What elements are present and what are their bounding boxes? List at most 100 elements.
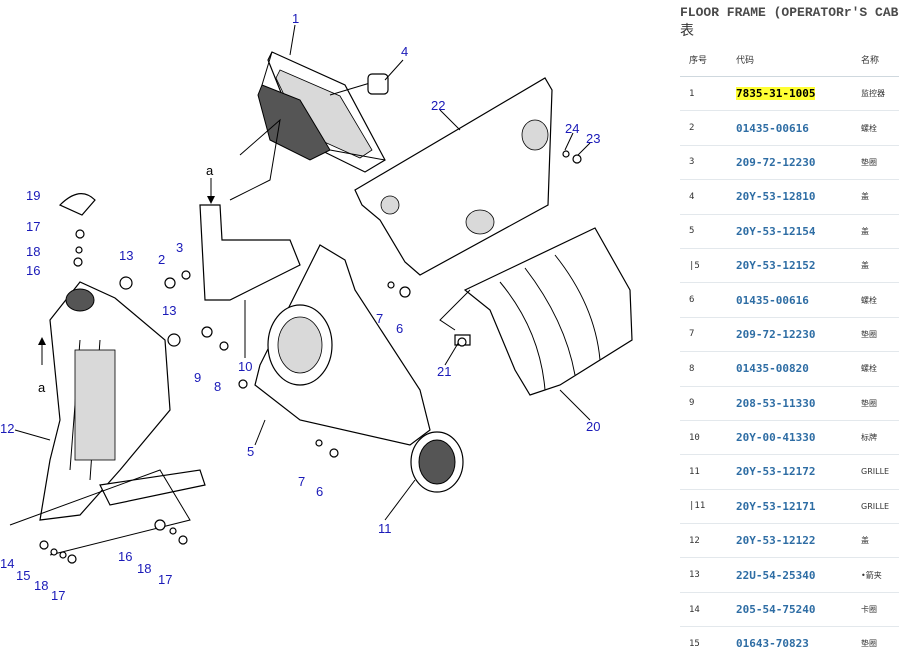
callout-11: 11 bbox=[378, 521, 392, 536]
part-code-text[interactable]: 205-54-75240 bbox=[736, 603, 816, 617]
part-code-link[interactable]: 209-72-12230 bbox=[727, 145, 852, 181]
part-code-text[interactable]: 20Y-53-12171 bbox=[736, 499, 816, 513]
callout-7: 7 bbox=[376, 311, 383, 326]
part-name-cell: 盖 bbox=[852, 179, 899, 215]
part-name-cell: 垫圈 bbox=[852, 317, 899, 353]
callout-16: 16 bbox=[26, 263, 40, 278]
part-name-cell: 盖 bbox=[852, 214, 899, 249]
bracket-part bbox=[199, 204, 301, 301]
callout-18: 18 bbox=[137, 561, 151, 576]
callout-18-bottom: 18 bbox=[34, 578, 48, 593]
part-code-text[interactable]: 20Y-53-12810 bbox=[736, 190, 816, 204]
grille-part bbox=[410, 431, 464, 493]
part-name-cell: GRILLE bbox=[852, 489, 899, 525]
part-name-cell: 垫圈 bbox=[852, 626, 899, 649]
part-code-text[interactable]: 209-72-12230 bbox=[736, 155, 816, 169]
part-code-text[interactable]: 208-53-11330 bbox=[736, 396, 816, 410]
part-code-link[interactable]: 20Y-53-12152 bbox=[727, 248, 852, 284]
part-name-cell: 垫圈 bbox=[852, 145, 899, 181]
part-number-cell: 7 bbox=[680, 317, 727, 353]
part-code-text[interactable]: 22U-54-25340 bbox=[736, 568, 816, 582]
callout-8: 8 bbox=[214, 379, 221, 394]
callout-17-bottom: 17 bbox=[51, 588, 65, 603]
column-header-number: 序号 bbox=[680, 42, 727, 77]
part-code-text[interactable]: 209-72-12230 bbox=[736, 327, 816, 341]
part-code-link[interactable]: 20Y-53-12810 bbox=[727, 179, 852, 215]
callout-10: 10 bbox=[238, 359, 252, 374]
part-number-cell: 9 bbox=[680, 386, 727, 421]
table-row[interactable]: 6 01435-00616 螺栓 bbox=[680, 282, 899, 318]
connector-part bbox=[329, 73, 389, 96]
part-code-link[interactable]: 20Y-53-12171 bbox=[727, 489, 852, 525]
callout-13: 13 bbox=[119, 248, 133, 263]
part-code-link[interactable]: 01435-00616 bbox=[727, 110, 852, 146]
part-number-cell: 12 bbox=[680, 523, 727, 559]
part-code-text[interactable]: 20Y-00-41330 bbox=[736, 431, 816, 445]
part-number-cell: 15 bbox=[680, 626, 727, 649]
callout-9: 9 bbox=[194, 370, 201, 385]
part-code-link[interactable]: 01435-00820 bbox=[727, 351, 852, 387]
part-code-text[interactable]: 01643-70823 bbox=[736, 637, 809, 649]
callout-5: 5 bbox=[247, 444, 254, 459]
part-code-link[interactable]: 20Y-53-12154 bbox=[727, 214, 852, 249]
part-code-link[interactable]: 20Y-53-12172 bbox=[727, 454, 852, 490]
part-code-link[interactable]: 208-53-11330 bbox=[727, 386, 852, 421]
callout-7: 7 bbox=[298, 474, 305, 489]
part-code-text[interactable]: 7835-31-1005 bbox=[736, 87, 816, 101]
part-name-cell: 螺栓 bbox=[852, 282, 899, 318]
part-code-link[interactable]: 01643-70823 bbox=[727, 626, 852, 649]
callout-17: 17 bbox=[26, 219, 40, 234]
callout-19: 19 bbox=[26, 188, 40, 203]
callout-15: 15 bbox=[16, 568, 30, 583]
view-mark-a: a bbox=[206, 163, 214, 178]
part-code-text[interactable]: 20Y-53-12154 bbox=[736, 224, 816, 238]
part-number-cell: 1 bbox=[680, 76, 727, 112]
part-name-cell: •箭夹 bbox=[852, 557, 899, 593]
part-code-text[interactable]: 01435-00616 bbox=[736, 121, 809, 135]
panel-subtitle: 表 bbox=[680, 23, 694, 39]
view-arrows bbox=[38, 178, 215, 365]
part-name-cell: GRILLE bbox=[852, 454, 899, 490]
part-code-text[interactable]: 01435-00616 bbox=[736, 293, 809, 307]
view-mark-a: a bbox=[38, 380, 46, 395]
table-header-row: 序号 代码 名称 bbox=[680, 42, 899, 77]
part-code-link[interactable]: 01435-00616 bbox=[727, 282, 852, 318]
part-code-link[interactable]: 20Y-00-41330 bbox=[727, 420, 852, 456]
table-row[interactable]: 15 01643-70823 垫圈 bbox=[680, 626, 899, 649]
part-number-cell: 8 bbox=[680, 351, 727, 387]
table-row[interactable]: 7 209-72-12230 垫圈 bbox=[680, 317, 899, 353]
part-code-link[interactable]: 22U-54-25340 bbox=[727, 557, 852, 593]
part-code-link[interactable]: 209-72-12230 bbox=[727, 317, 852, 353]
monitor-part bbox=[257, 51, 386, 173]
table-row[interactable]: 9 208-53-11330 垫圈 bbox=[680, 386, 899, 421]
part-code-text[interactable]: 20Y-53-12152 bbox=[736, 259, 816, 273]
part-code-link[interactable]: 7835-31-1005 bbox=[727, 76, 852, 112]
callout-4: 4 bbox=[401, 44, 408, 59]
part-code-link[interactable]: 205-54-75240 bbox=[727, 592, 852, 628]
part-number-cell: 6 bbox=[680, 282, 727, 318]
duct-cover-part bbox=[463, 227, 633, 396]
part-name-cell: 垫圈 bbox=[852, 386, 899, 421]
part-code-text[interactable]: 01435-00820 bbox=[736, 362, 809, 376]
panel-title: FLOOR FRAME (OPERATORr'S CAB) bbox=[680, 5, 899, 20]
leader-lines bbox=[9, 24, 591, 556]
part-code-text[interactable]: 20Y-53-12172 bbox=[736, 465, 816, 479]
part-name-cell: 盖 bbox=[852, 248, 899, 284]
column-header-code: 代码 bbox=[727, 42, 852, 77]
part-code-text[interactable]: 20Y-53-12122 bbox=[736, 534, 816, 548]
part-code-link[interactable]: 20Y-53-12122 bbox=[727, 523, 852, 559]
